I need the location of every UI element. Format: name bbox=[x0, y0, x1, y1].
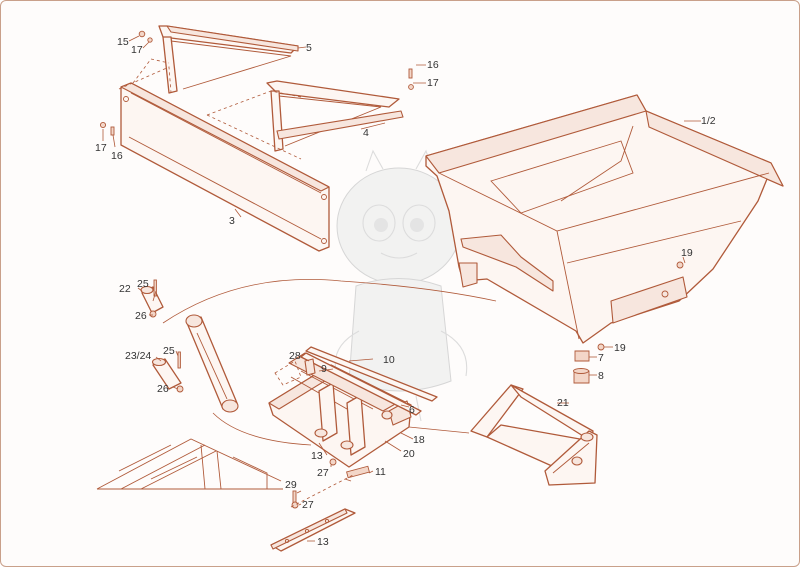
fasteners-hopper bbox=[573, 261, 684, 384]
callout-26: 26 bbox=[135, 310, 147, 322]
bolt-25-icon bbox=[153, 279, 157, 297]
washer-17-icon bbox=[408, 84, 414, 90]
callout-27: 27 bbox=[317, 467, 329, 479]
hydraulic-cylinder bbox=[185, 314, 239, 413]
callout-18: 18 bbox=[413, 434, 425, 446]
callout-17: 17 bbox=[95, 142, 107, 154]
callout-19: 19 bbox=[614, 342, 626, 354]
callout-1-2: 1/2 bbox=[701, 115, 716, 127]
part-1-2-hopper bbox=[425, 94, 784, 344]
part-21-loader-bracket bbox=[470, 384, 598, 486]
part-5-upper-side-panel bbox=[158, 25, 299, 94]
part-3-front-panel bbox=[120, 82, 330, 252]
callout-17: 17 bbox=[131, 44, 143, 56]
pin-11-icon bbox=[346, 465, 370, 479]
rod-6 bbox=[300, 352, 422, 416]
washer-27-icon bbox=[329, 458, 337, 466]
callout-17: 17 bbox=[427, 77, 439, 89]
part-4-side-bracket bbox=[266, 80, 404, 152]
connection-curve-lower bbox=[212, 412, 312, 446]
callout-29: 29 bbox=[285, 479, 297, 491]
washer-17-icon bbox=[99, 121, 107, 129]
connection-curve-upper bbox=[162, 279, 497, 324]
callout-10: 10 bbox=[383, 354, 395, 366]
part-13-flat-bar bbox=[270, 490, 356, 552]
callout-13: 13 bbox=[311, 450, 323, 462]
washer-26-icon bbox=[149, 310, 157, 318]
callout-22: 22 bbox=[119, 283, 131, 295]
callout-3: 3 bbox=[229, 215, 235, 227]
callout-6: 6 bbox=[409, 404, 415, 416]
callout-11: 11 bbox=[375, 466, 386, 478]
callout-25: 25 bbox=[163, 345, 175, 357]
bolt-19-icon bbox=[676, 261, 684, 269]
callout-23-24: 23/24 bbox=[125, 350, 151, 362]
assembly-dashed-lines-top bbox=[118, 58, 302, 160]
loader-machine-background bbox=[96, 438, 283, 490]
callout-16: 16 bbox=[111, 150, 123, 162]
callout-20: 20 bbox=[403, 448, 415, 460]
callout-5: 5 bbox=[306, 42, 312, 54]
clip-28 bbox=[304, 358, 316, 376]
callout-27: 27 bbox=[302, 499, 314, 511]
nut-15-icon bbox=[138, 30, 146, 38]
rod-10 bbox=[305, 346, 438, 402]
callout-8: 8 bbox=[598, 370, 604, 382]
callout-7: 7 bbox=[598, 352, 604, 364]
callout-25: 25 bbox=[137, 278, 149, 290]
fasteners-top bbox=[99, 30, 414, 136]
bolt-16-icon bbox=[408, 68, 413, 79]
connection-line-21 bbox=[408, 426, 470, 434]
callout-13: 13 bbox=[317, 536, 329, 548]
callout-26: 26 bbox=[157, 383, 169, 395]
callout-19: 19 bbox=[681, 247, 693, 259]
washer-7-icon bbox=[574, 350, 590, 362]
washer-27-icon bbox=[291, 501, 299, 509]
callout-21: 21 bbox=[557, 397, 569, 409]
bolt-16-icon bbox=[110, 126, 115, 136]
bolt-19-icon bbox=[597, 343, 605, 351]
callout-labels: 15 17 5 16 17 4 17 16 3 1/2 19 19 7 8 22… bbox=[95, 36, 716, 548]
bolt-29-icon bbox=[292, 490, 297, 504]
callout-4: 4 bbox=[363, 127, 369, 139]
bolt-25-icon bbox=[177, 351, 181, 369]
callout-15: 15 bbox=[117, 36, 129, 48]
callout-leaders bbox=[102, 35, 701, 542]
washer-17-icon bbox=[147, 37, 153, 43]
callout-9: 9 bbox=[321, 363, 327, 375]
mounting-frame-assembly bbox=[268, 346, 438, 479]
pins-22-23 bbox=[140, 279, 184, 393]
callout-28: 28 bbox=[289, 350, 301, 362]
callout-16: 16 bbox=[427, 59, 439, 71]
watermark-mascot bbox=[334, 149, 468, 422]
